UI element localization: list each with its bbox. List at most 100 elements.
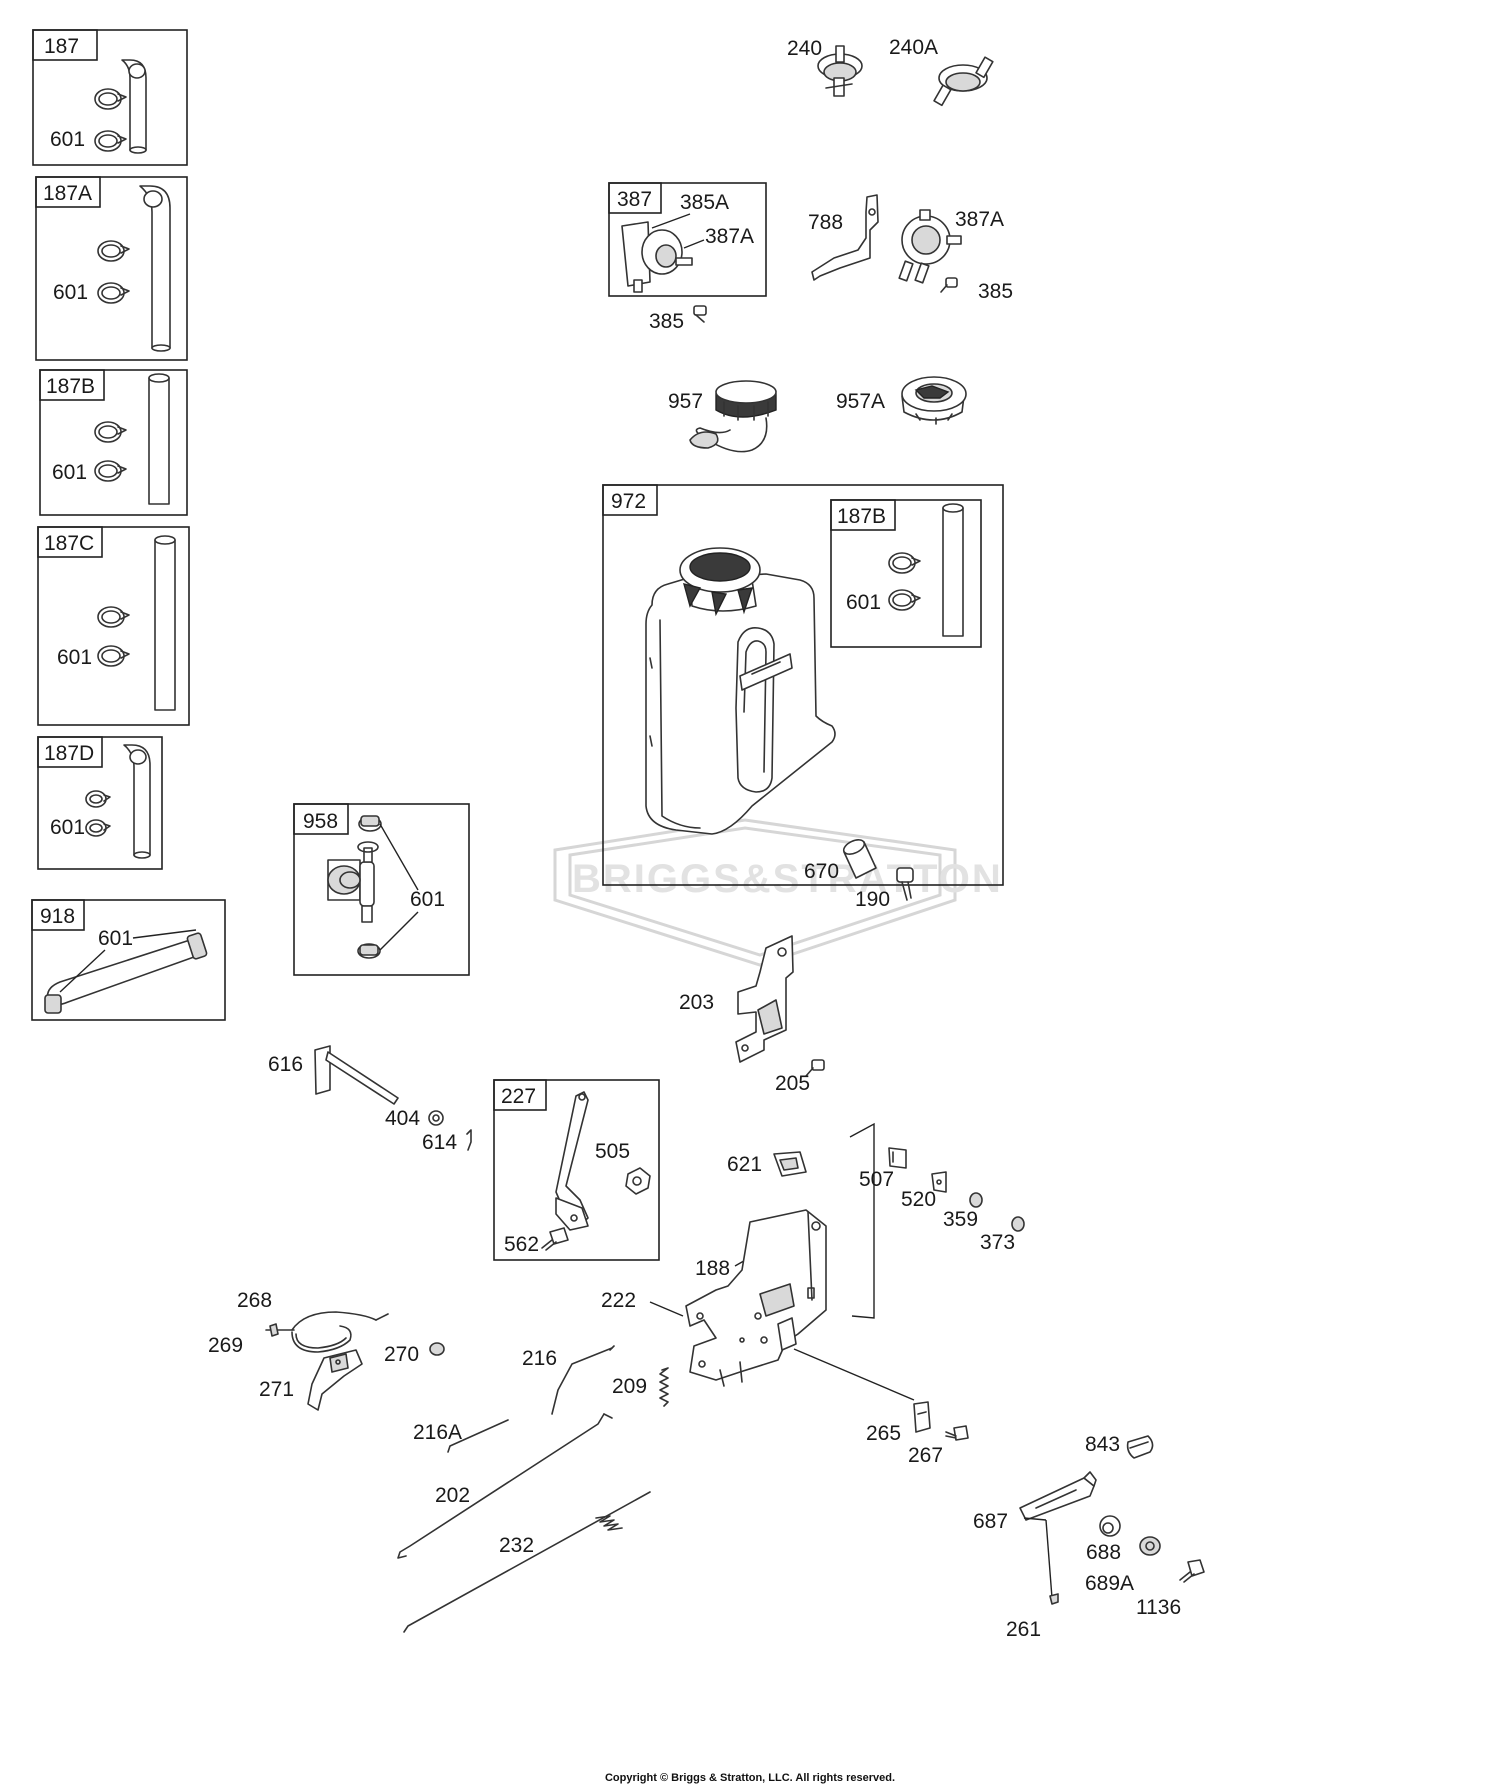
fuel-filter-240A bbox=[933, 56, 994, 107]
label-271: 271 bbox=[259, 1378, 294, 1401]
box-187D-label: 187D bbox=[44, 742, 94, 765]
box-387-frame bbox=[608, 182, 767, 297]
box-387-tab bbox=[608, 182, 662, 214]
fuel-cap-957 bbox=[689, 380, 777, 453]
group-387: 387 385A 387A bbox=[608, 182, 767, 297]
label-385A: 385A bbox=[680, 191, 729, 214]
box-227-frame bbox=[493, 1079, 660, 1261]
label-601: 601 bbox=[57, 646, 92, 669]
clip-507 bbox=[888, 1147, 907, 1169]
hose-elbow-end bbox=[129, 749, 147, 765]
label-601: 601 bbox=[50, 816, 85, 839]
label-562: 562 bbox=[504, 1233, 539, 1256]
box-958-frame bbox=[293, 803, 470, 976]
label-359: 359 bbox=[943, 1208, 978, 1231]
straight-hose bbox=[154, 539, 176, 711]
nut-689A bbox=[1139, 1536, 1161, 1556]
bracket-687 bbox=[1019, 1471, 1097, 1521]
control-bracket-222 bbox=[685, 1209, 827, 1387]
label-216A: 216A bbox=[413, 1421, 462, 1444]
box-187D-tab bbox=[37, 736, 103, 768]
label-265: 265 bbox=[866, 1422, 901, 1445]
hose-clamp-upper bbox=[94, 88, 127, 110]
box-958-label: 958 bbox=[303, 810, 338, 833]
label-788: 788 bbox=[808, 211, 843, 234]
clip-265 bbox=[913, 1401, 931, 1433]
screw-385 bbox=[693, 305, 707, 323]
spacer-670 bbox=[842, 839, 877, 879]
label-957A: 957A bbox=[836, 390, 885, 413]
label-601: 601 bbox=[98, 927, 133, 950]
box-187A-tab bbox=[35, 176, 101, 208]
box-187C-tab bbox=[37, 526, 103, 558]
label-387A: 387A bbox=[955, 208, 1004, 231]
label-203: 203 bbox=[679, 991, 714, 1014]
watermark: BRIGGS&STRATTON bbox=[553, 818, 1003, 967]
box-187-tab bbox=[32, 29, 98, 61]
label-601: 601 bbox=[52, 461, 87, 484]
bracket-leader bbox=[849, 1122, 875, 1319]
box-918-label: 918 bbox=[40, 905, 75, 928]
bracket-788 bbox=[811, 194, 879, 281]
pin-614 bbox=[466, 1129, 472, 1151]
nut-359 bbox=[969, 1192, 983, 1208]
hose-elbow-end bbox=[143, 190, 163, 208]
box-972-frame bbox=[602, 484, 1004, 886]
governor-arm-271 bbox=[307, 1349, 363, 1411]
box-187B-inner-label: 187B bbox=[837, 505, 886, 528]
nut-373 bbox=[1011, 1216, 1025, 1232]
washer-688 bbox=[1099, 1515, 1121, 1537]
label-190: 190 bbox=[855, 888, 890, 911]
label-269: 269 bbox=[208, 1334, 243, 1357]
label-601: 601 bbox=[846, 591, 881, 614]
label-689A: 689A bbox=[1085, 1572, 1134, 1595]
label-1136: 1136 bbox=[1136, 1596, 1181, 1619]
fuel-tank bbox=[645, 547, 836, 835]
rod-202 bbox=[397, 1413, 605, 1559]
group-972: 972 187B 601 670 bbox=[602, 484, 1004, 911]
hose-end bbox=[133, 851, 151, 859]
washer bbox=[357, 841, 379, 853]
straight-hose bbox=[148, 377, 170, 505]
box-227-tab bbox=[493, 1079, 547, 1111]
hose-end bbox=[148, 373, 170, 383]
washer-404 bbox=[428, 1110, 444, 1126]
box-187B-tab bbox=[39, 369, 105, 401]
group-187A: 187A 601 bbox=[35, 176, 188, 361]
label-209: 209 bbox=[612, 1375, 647, 1398]
leader-265 bbox=[793, 1348, 915, 1401]
box-187B-inner-frame bbox=[830, 499, 982, 648]
label-387A: 387A bbox=[705, 225, 754, 248]
fuel-pump-387A bbox=[898, 209, 962, 284]
nut-270 bbox=[429, 1342, 445, 1356]
spring-232 bbox=[595, 1515, 623, 1531]
box-187B-inner-tab bbox=[830, 499, 896, 531]
screw-261 bbox=[1049, 1593, 1059, 1605]
hose-clamp-lower bbox=[94, 460, 127, 482]
label-188: 188 bbox=[695, 1257, 730, 1280]
hose-clamp-upper bbox=[97, 606, 130, 628]
hose-clamp-lower bbox=[97, 645, 130, 667]
group-918: 918 601 bbox=[31, 899, 226, 1021]
group-187: 187 601 bbox=[32, 29, 188, 166]
hose-clamp-upper bbox=[85, 790, 111, 808]
clip-621 bbox=[773, 1151, 807, 1177]
label-601: 601 bbox=[50, 128, 85, 151]
label-205: 205 bbox=[775, 1072, 810, 1095]
watermark-text: BRIGGS&STRATTON bbox=[572, 857, 1003, 901]
label-267: 267 bbox=[908, 1444, 943, 1467]
label-404: 404 bbox=[385, 1107, 420, 1130]
hose-clamp-upper bbox=[888, 552, 921, 574]
fuel-filter-240 bbox=[817, 45, 863, 97]
box-187A-frame bbox=[35, 176, 188, 361]
bracket-203 bbox=[735, 935, 794, 1063]
label-232: 232 bbox=[499, 1534, 534, 1557]
box-187B-label: 187B bbox=[46, 375, 95, 398]
box-227-label: 227 bbox=[501, 1085, 536, 1108]
box-187B-frame bbox=[39, 369, 188, 516]
hose-clamp-lower bbox=[85, 819, 111, 837]
label-240: 240 bbox=[787, 37, 822, 60]
box-187-label: 187 bbox=[44, 35, 79, 58]
hose-end bbox=[129, 146, 147, 154]
